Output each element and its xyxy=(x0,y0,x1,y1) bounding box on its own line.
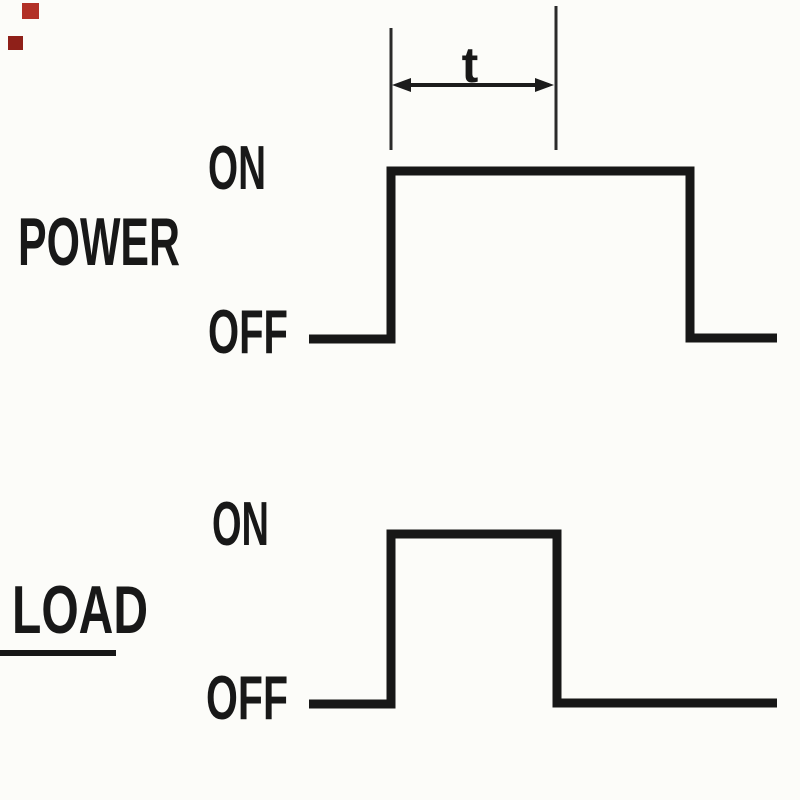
interval-arrowhead-left-icon xyxy=(392,78,411,92)
load-label: LOAD xyxy=(12,572,148,648)
interval-label: t xyxy=(462,37,479,93)
load-waveform xyxy=(309,529,777,709)
interval-arrowhead-right-icon xyxy=(535,78,554,92)
power-label: POWER xyxy=(18,204,180,280)
red-scan-mark-top xyxy=(22,3,39,19)
power-on-label: ON xyxy=(208,134,266,203)
load-off-label: OFF xyxy=(206,664,288,733)
power-waveform xyxy=(309,166,777,344)
red-scan-mark-lower xyxy=(8,36,23,50)
load-on-label: ON xyxy=(212,490,269,559)
power-off-label: OFF xyxy=(208,298,288,367)
